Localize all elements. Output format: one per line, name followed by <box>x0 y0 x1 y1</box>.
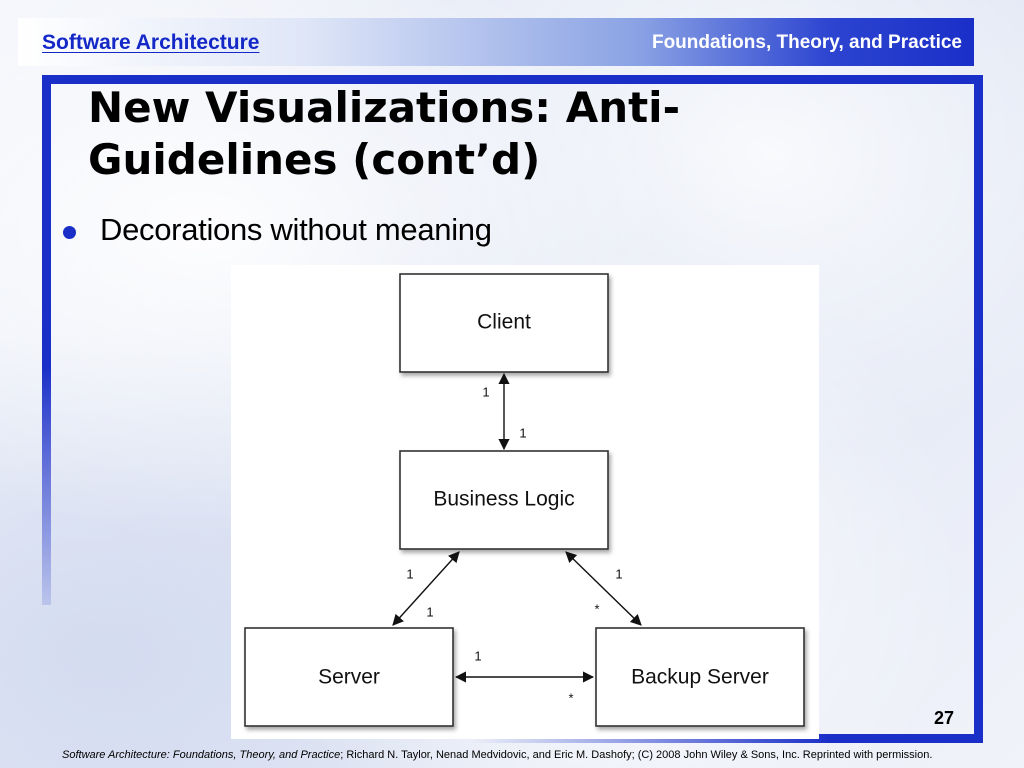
node-server-label: Server <box>318 666 380 689</box>
edge-business-backup <box>565 551 642 626</box>
header-bar <box>18 18 974 66</box>
footer-citation: Software Architecture: Foundations, Theo… <box>62 749 1002 761</box>
node-business-logic: Business Logic <box>399 450 609 550</box>
node-client: Client <box>399 273 609 373</box>
frame-left-border <box>42 75 51 605</box>
edge-business-backup-source-mult: 1 <box>615 566 622 581</box>
bullet-icon <box>63 226 76 239</box>
bullet-text: Decorations without meaning <box>100 212 492 247</box>
edge-business-server-source-mult: 1 <box>406 566 413 581</box>
header-subtitle: Foundations, Theory, and Practice <box>651 32 962 53</box>
header-course-title: Software Architecture <box>42 31 260 54</box>
footer-citation-book-title: Software Architecture: Foundations, Theo… <box>62 749 341 761</box>
node-business-logic-label: Business Logic <box>433 488 574 511</box>
node-backup-server-label: Backup Server <box>631 666 769 689</box>
edge-client-business-source-mult: 1 <box>482 384 489 399</box>
edge-client-business-target-mult: 1 <box>519 425 526 440</box>
edge-server-backup-target-mult: * <box>568 690 573 705</box>
node-backup-server: Backup Server <box>595 627 805 727</box>
footer-citation-authors: ; Richard N. Taylor, Nenad Medvidovic, a… <box>340 749 933 761</box>
edge-server-backup-source-mult: 1 <box>474 648 481 663</box>
frame-right-border <box>974 75 983 743</box>
node-client-label: Client <box>477 311 531 334</box>
edge-business-backup-target-mult: * <box>594 601 599 616</box>
page-number: 27 <box>934 708 955 728</box>
edge-business-server <box>392 551 460 626</box>
architecture-diagram: Client Business Logic Server Backup Serv… <box>244 273 805 727</box>
slide-title: New Visualizations: Anti-Guidelines (con… <box>88 83 680 184</box>
node-server: Server <box>244 627 454 727</box>
frame-top-border <box>42 75 983 84</box>
diagram-panel: Client Business Logic Server Backup Serv… <box>231 265 819 739</box>
edge-business-server-target-mult: 1 <box>426 604 433 619</box>
